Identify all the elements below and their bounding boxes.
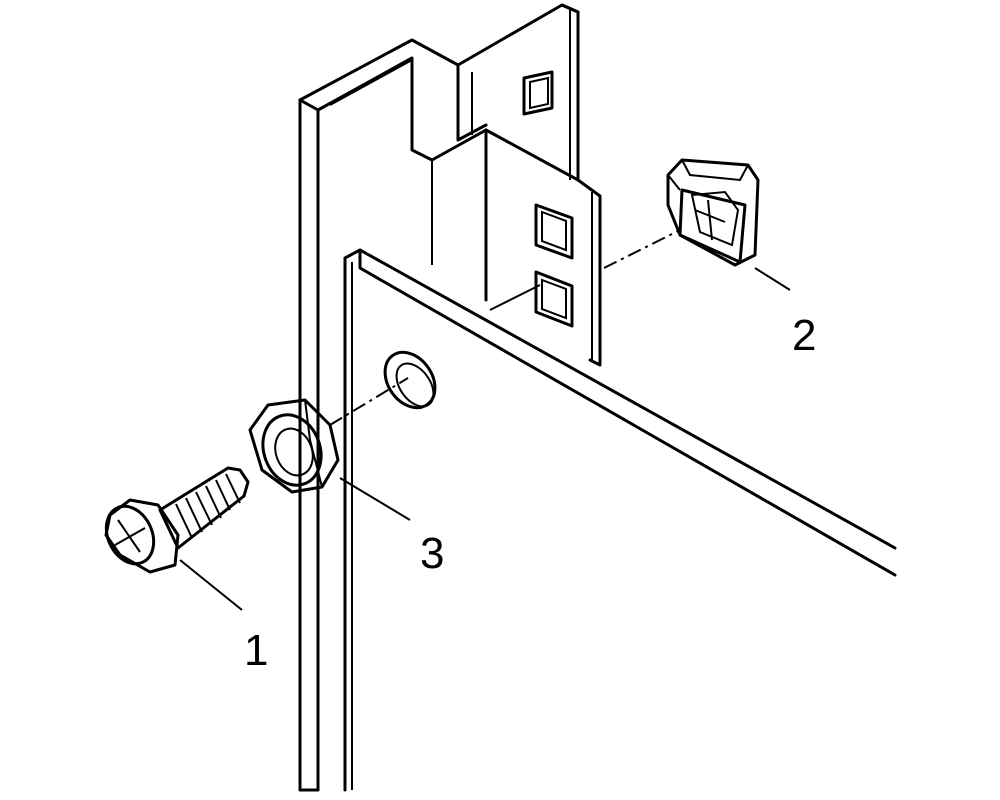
- rail-square-holes: [522, 70, 574, 328]
- rail-front-flange: [298, 98, 320, 792]
- nut-axis-line: [603, 229, 681, 269]
- callout-2: 2: [792, 311, 816, 360]
- panel-mounting-hole: [383, 350, 437, 410]
- rail-top-edge: [298, 3, 580, 102]
- rail-inner-edge: [316, 56, 434, 162]
- panel-top-edge: [343, 248, 897, 792]
- screw: [104, 466, 250, 574]
- callout-3: 3: [420, 529, 444, 578]
- equipment-panel: [343, 248, 897, 800]
- rack-rail: [298, 3, 602, 792]
- leader-line-2: [754, 267, 791, 291]
- callout-1: 1: [244, 626, 268, 675]
- leader-line-1: [179, 559, 243, 611]
- leader-line-3: [339, 477, 411, 521]
- screw-axis-line: [329, 377, 409, 426]
- washer: [248, 398, 340, 494]
- screw-threads: [175, 473, 241, 539]
- cage-nut: [666, 158, 760, 267]
